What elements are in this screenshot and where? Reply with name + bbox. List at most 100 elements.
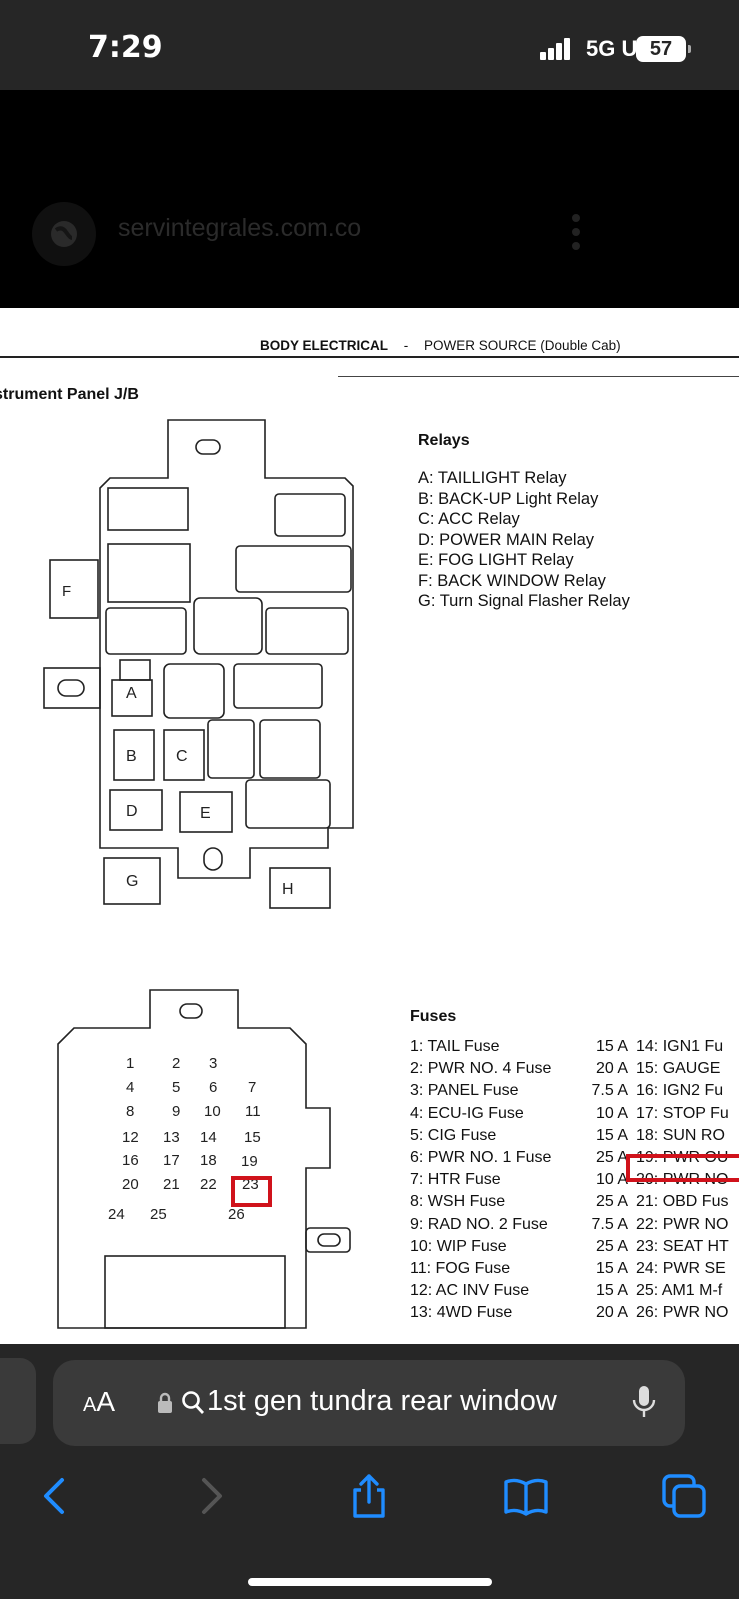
- header-rule: [0, 356, 739, 358]
- fuse-cell: 2: PWR NO. 4 Fuse: [410, 1060, 552, 1078]
- fuse-cell: 9: RAD NO. 2 Fuse: [410, 1215, 548, 1233]
- fuse-block-diagram: 1 2 3 4 5 6 7 8 9 10 11 12 13 14 15 16 1…: [57, 989, 351, 1329]
- battery-icon: 57: [636, 36, 686, 62]
- relay-item: C: ACC Relay: [418, 510, 520, 528]
- fuse-number: 6: [209, 1079, 217, 1096]
- browser-bottom-bar: AA 1st gen tundra rear window: [0, 1344, 739, 1599]
- relay-label-d: D: [126, 803, 138, 820]
- battery-tip: [688, 45, 691, 53]
- relay-item: D: POWER MAIN Relay: [418, 530, 595, 549]
- status-bar: 7:29 5G UC 57: [0, 0, 739, 90]
- relay-label-a: A: [126, 685, 137, 702]
- fuse-diagram-document: BODY ELECTRICAL - POWER SOURCE (Double C…: [0, 308, 739, 1344]
- fuse-number: 5: [172, 1079, 180, 1096]
- fuse-number: 21: [163, 1176, 180, 1193]
- fuse-number: 13: [163, 1129, 180, 1146]
- fuse-cell: 4: ECU-IG Fuse: [410, 1104, 524, 1122]
- fuse-number: 18: [200, 1152, 217, 1169]
- highlight-fuse-19: [231, 1176, 272, 1207]
- fuse-number: 3: [209, 1055, 217, 1072]
- fuse-cell: 16: IGN2 Fu: [636, 1082, 724, 1100]
- fuse-cell: 21: OBD Fus: [636, 1193, 729, 1211]
- fuse-cell: 22: PWR NO: [636, 1215, 729, 1233]
- fuse-cell: 23: SEAT HT: [636, 1237, 729, 1255]
- fuse-number: 4: [126, 1079, 134, 1096]
- fuse-cell: 20 A: [595, 1304, 628, 1322]
- fuse-cell: 18: SUN RO: [636, 1126, 725, 1144]
- previous-tab-preview[interactable]: [0, 1358, 36, 1444]
- fuse-cell: 25 A: [595, 1237, 628, 1255]
- fuse-cell: 7: HTR Fuse: [410, 1171, 501, 1189]
- fuse-cell: 15 A: [595, 1259, 628, 1277]
- globe-icon[interactable]: [32, 202, 96, 266]
- fuse-number: 16: [122, 1152, 139, 1169]
- relay-item: G: Turn Signal Flasher Relay: [418, 592, 630, 610]
- fuse-number: 1: [126, 1055, 134, 1072]
- fuse-cell: 20 A: [595, 1060, 628, 1078]
- microphone-icon[interactable]: [631, 1384, 657, 1422]
- relay-item: A: TAILLIGHT Relay: [418, 469, 567, 487]
- doc-header-separator: -: [403, 338, 409, 353]
- reader-options-button[interactable]: AA: [83, 1386, 116, 1417]
- relay-label-c: C: [176, 748, 188, 765]
- fuse-cell: 15: GAUGE: [636, 1060, 721, 1078]
- doc-header-section: BODY ELECTRICAL: [260, 338, 389, 353]
- fuse-number: 25: [150, 1206, 167, 1223]
- fuse-cell: 8: WSH Fuse: [410, 1193, 506, 1211]
- fuse-cell: 10 A: [595, 1171, 628, 1189]
- signal-icon: [540, 38, 572, 60]
- relay-item: B: BACK-UP Light Relay: [418, 489, 599, 508]
- fuse-number: 26: [228, 1206, 245, 1223]
- fuse-number: 12: [122, 1129, 139, 1146]
- highlight-fuse-19-entry: [626, 1154, 739, 1182]
- fuse-number: 20: [122, 1176, 139, 1193]
- address-search-bar[interactable]: AA 1st gen tundra rear window: [53, 1360, 685, 1446]
- site-domain[interactable]: servintegrales.com.co: [118, 214, 362, 242]
- more-options-icon[interactable]: [572, 214, 582, 256]
- doc-header-title: POWER SOURCE (Double Cab): [424, 338, 621, 353]
- relay-label-g: G: [126, 873, 138, 890]
- fuse-cell: 25 A: [595, 1148, 628, 1166]
- fuse-number: 24: [108, 1206, 125, 1223]
- fuse-cell: 26: PWR NO: [636, 1304, 729, 1322]
- fuse-cell: 24: PWR SE: [636, 1259, 726, 1277]
- relays-title: Relays: [418, 432, 470, 449]
- relay-block-diagram: F A B C D E G H: [43, 419, 354, 909]
- fuse-cell: 7.5 A: [591, 1082, 628, 1100]
- fuse-number: 8: [126, 1103, 134, 1120]
- relay-item: F: BACK WINDOW Relay: [418, 571, 606, 590]
- header-rule-thin: [338, 376, 739, 377]
- fuse-number: 7: [248, 1079, 256, 1096]
- doc-header: BODY ELECTRICAL - POWER SOURCE (Double C…: [260, 338, 621, 353]
- fuse-cell: 6: PWR NO. 1 Fuse: [410, 1148, 552, 1166]
- fuse-cell: 25: AM1 M-f: [636, 1282, 723, 1300]
- tabs-icon[interactable]: [660, 1472, 708, 1520]
- bookmarks-icon[interactable]: [502, 1472, 550, 1520]
- search-query-text[interactable]: 1st gen tundra rear window: [207, 1385, 557, 1417]
- fuse-cell: 17: STOP Fu: [636, 1104, 729, 1122]
- relay-item: E: FOG LIGHT Relay: [418, 551, 574, 569]
- fuse-cell: 15 A: [595, 1126, 628, 1144]
- fuse-number: 19: [241, 1153, 258, 1170]
- fuse-cell: 13: 4WD Fuse: [410, 1304, 513, 1322]
- forward-icon[interactable]: [188, 1472, 236, 1520]
- fuse-cell: 15 A: [595, 1038, 628, 1055]
- share-icon[interactable]: [345, 1472, 393, 1520]
- fuse-cell: 12: AC INV Fuse: [410, 1282, 530, 1300]
- relay-label-b: B: [126, 748, 137, 765]
- fuse-cell: 14: IGN1 Fu: [636, 1038, 724, 1055]
- lock-icon: [158, 1392, 172, 1413]
- fuse-cell: 3: PANEL Fuse: [410, 1082, 519, 1100]
- fuse-number: 11: [245, 1103, 261, 1120]
- relay-label-h: H: [282, 881, 294, 898]
- search-icon: [182, 1391, 205, 1414]
- fuse-number: 23: [242, 1176, 259, 1193]
- fuse-number: 10: [204, 1103, 221, 1120]
- fuse-number: 14: [200, 1129, 217, 1146]
- relay-label-e: E: [200, 805, 211, 822]
- fuse-number: 2: [172, 1055, 180, 1072]
- relay-list: A: TAILLIGHT Relay B: BACK-UP Light Rela…: [418, 468, 630, 612]
- relay-label-f: F: [62, 583, 71, 600]
- fuse-number: 17: [163, 1152, 180, 1169]
- back-icon[interactable]: [30, 1472, 78, 1520]
